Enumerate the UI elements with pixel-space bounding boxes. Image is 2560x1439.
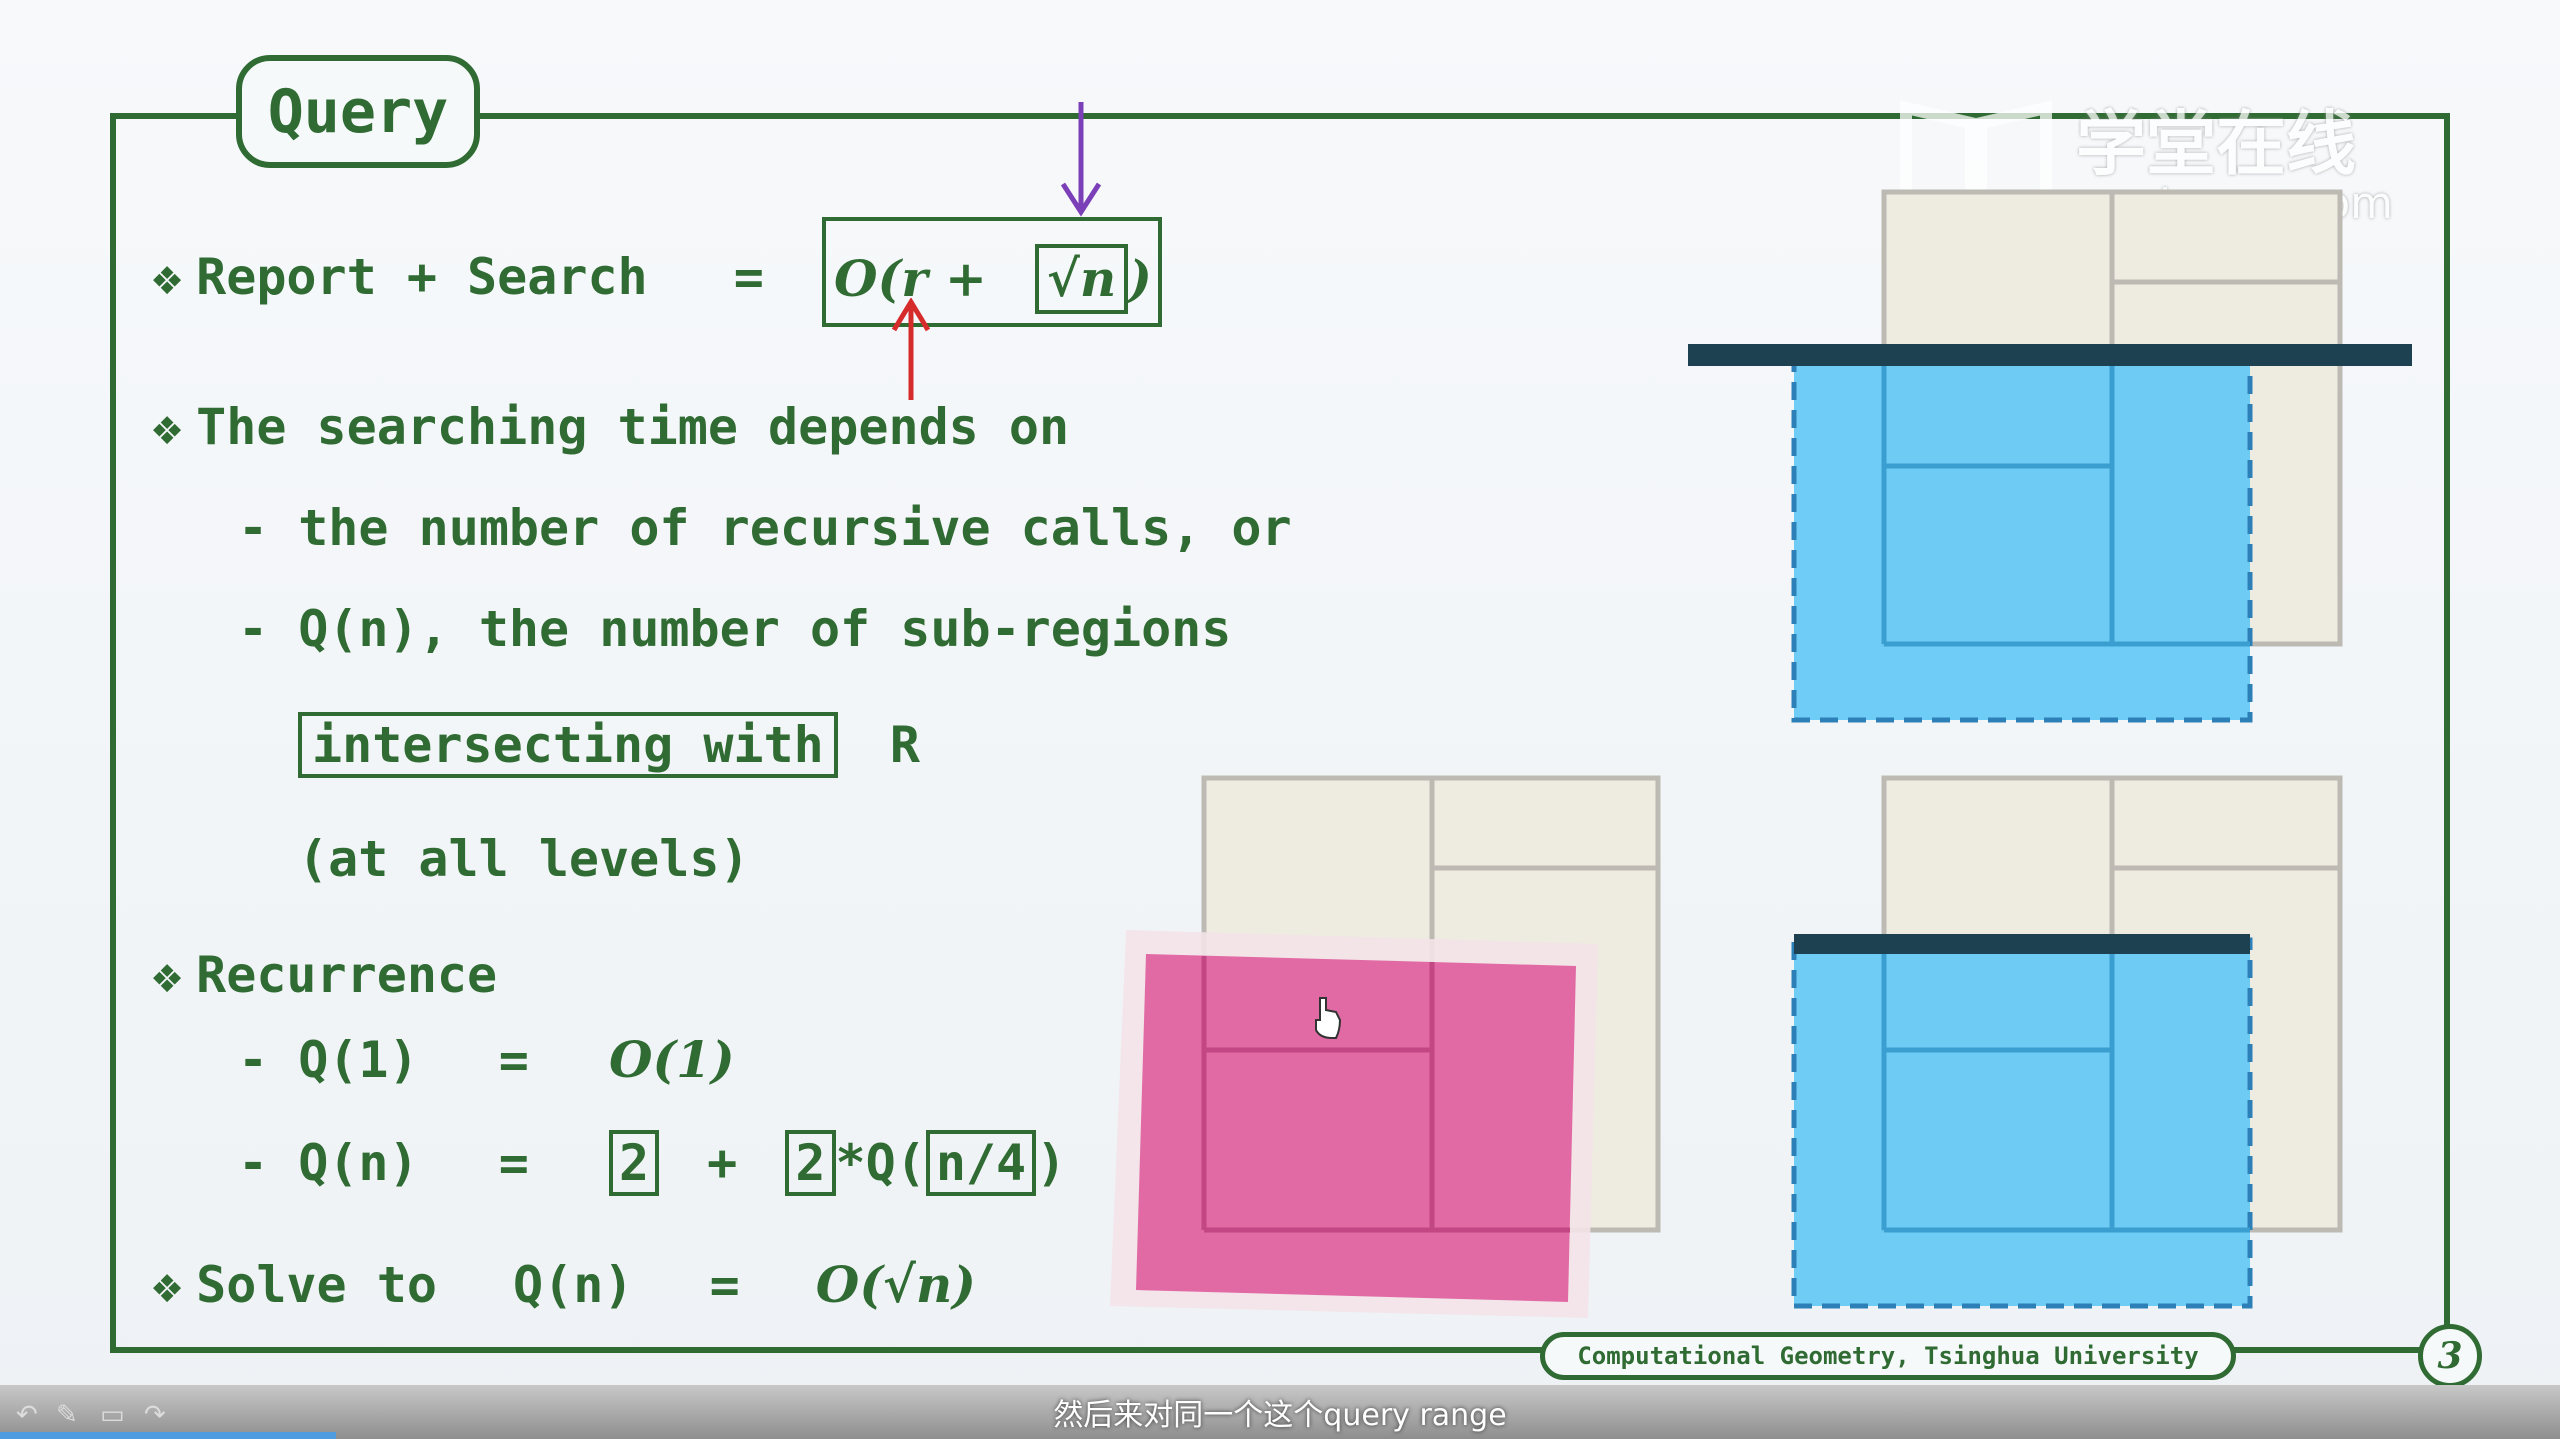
solution-rhs: O(√n): [815, 1255, 976, 1314]
solve-to-text: Solve to: [196, 1256, 437, 1314]
red-up-arrow-icon: [891, 298, 931, 400]
recursive-case-line: - Q(n) = 2 + 2*Q(n/4): [238, 1130, 1066, 1196]
range-r: R: [889, 716, 920, 774]
recursive-case-eq: =: [498, 1134, 529, 1192]
constant-box-2: 2: [785, 1130, 836, 1196]
recurrence-heading: ❖Recurrence: [152, 950, 497, 1000]
solution-line: ❖Solve to Q(n) = O(√n): [152, 1260, 976, 1311]
sqrt-n-box: √n: [1034, 244, 1129, 314]
base-case-rhs: O(1): [608, 1030, 735, 1089]
redo-icon[interactable]: ↷: [144, 1400, 166, 1430]
plus-sign: +: [707, 1134, 738, 1192]
all-levels-text: (at all levels): [298, 830, 750, 888]
purple-down-arrow-icon: [1060, 102, 1102, 217]
complexity-box: [822, 217, 1162, 327]
video-control-bar: [0, 1385, 2560, 1439]
searching-time-line: ❖The searching time depends on: [152, 402, 1069, 452]
bullet-icon: ❖: [152, 398, 183, 456]
complexity-expression: O(r + √n): [834, 244, 1152, 314]
video-subtitle: 然后来对同一个这个query range: [1053, 1398, 1507, 1433]
base-case-eq: =: [498, 1031, 529, 1089]
pen-icon[interactable]: ✎: [56, 1400, 78, 1430]
video-progress-bar[interactable]: [0, 1432, 336, 1439]
recursive-case-lhs: - Q(n): [238, 1134, 419, 1192]
recursive-close: ): [1036, 1134, 1067, 1192]
slide-frame: [110, 113, 2450, 1353]
solution-eq: =: [709, 1256, 740, 1314]
bullet-icon: ❖: [152, 946, 183, 1004]
base-case-line: - Q(1) = O(1): [238, 1035, 735, 1086]
complexity-close: ): [1128, 249, 1152, 308]
undo-icon[interactable]: ↶: [16, 1400, 38, 1430]
recursive-call-text: *Q(: [835, 1134, 926, 1192]
watermark-chinese: 学堂在线: [2076, 103, 2356, 185]
query-range-pink: [1136, 954, 1576, 1302]
subregions-text: - Q(n), the number of sub-regions: [238, 600, 1232, 658]
constant-box-1: 2: [608, 1130, 660, 1196]
report-search-line: ❖Report + Search =: [152, 252, 764, 302]
slide-title: Query: [236, 55, 480, 168]
query-range-top: [1791, 353, 2253, 723]
intersecting-box: intersecting with: [298, 712, 838, 778]
recursive-calls-text: - the number of recursive calls, or: [238, 499, 1292, 557]
solution-q: Q(n): [513, 1256, 634, 1314]
report-search-label: Report + Search: [196, 248, 648, 306]
base-case-lhs: - Q(1): [238, 1031, 419, 1089]
screen-icon[interactable]: ▭: [100, 1400, 125, 1430]
query-range-bottom: [1791, 937, 2253, 1309]
bullet-icon: ❖: [152, 248, 183, 306]
top-right-diagram: [1688, 189, 2412, 723]
bottom-right-diagram: [1791, 775, 2343, 1309]
bullet-icon: ❖: [152, 1256, 183, 1314]
complexity-open: O(r +: [834, 249, 987, 308]
intersecting-line: intersecting with R: [298, 712, 920, 778]
equals-sign: =: [733, 248, 764, 306]
footer-credit: Computational Geometry, Tsinghua Univers…: [1540, 1332, 2236, 1380]
recurrence-text: Recurrence: [196, 946, 498, 1004]
hand-cursor-icon: [1315, 997, 1342, 1039]
bottom-middle-diagram: [1110, 775, 1661, 1318]
searching-time-text: The searching time depends on: [196, 398, 1070, 456]
subproblem-box: n/4: [925, 1130, 1037, 1196]
page-number: 3: [2418, 1324, 2482, 1388]
